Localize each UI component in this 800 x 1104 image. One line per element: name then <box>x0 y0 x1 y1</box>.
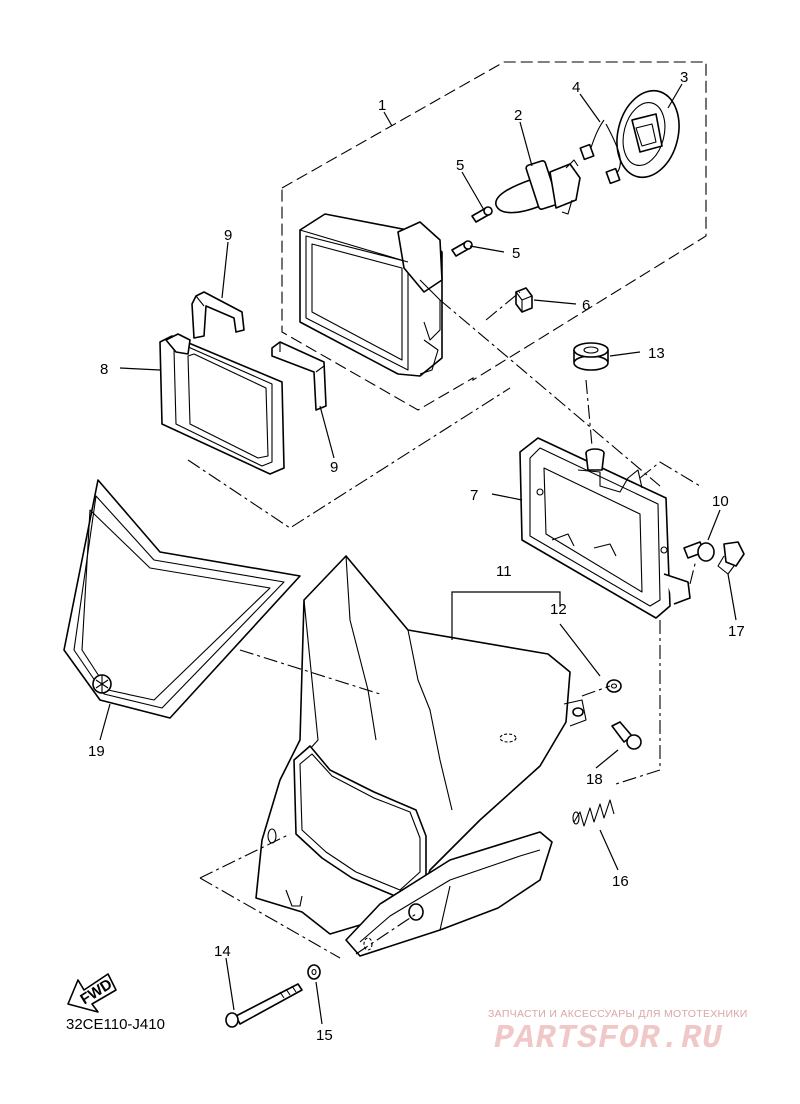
assembly-lines <box>187 291 701 959</box>
callout-1: 1 <box>378 97 386 114</box>
callout-14: 14 <box>214 943 231 960</box>
headlight-bracket <box>519 437 691 619</box>
callout-18: 18 <box>586 771 603 788</box>
callout-6: 6 <box>582 297 590 314</box>
callout-7: 7 <box>470 487 478 504</box>
callout-5a: 5 <box>456 157 464 174</box>
washer-15 <box>307 964 321 980</box>
bolt-10 <box>683 541 715 562</box>
callout-8: 8 <box>100 361 108 378</box>
callout-2: 2 <box>514 107 522 124</box>
socket-cover <box>616 89 680 179</box>
spring-16 <box>572 799 615 827</box>
bulb-wire <box>579 119 621 185</box>
clip-nut <box>515 287 533 313</box>
headlight-seal <box>159 333 285 475</box>
headlight-cowl <box>255 555 587 935</box>
screw-upper <box>471 206 493 223</box>
callout-numbers: 1 2 3 4 5 5 6 7 8 9 9 10 11 12 13 14 15 … <box>88 69 745 1044</box>
callout-19: 19 <box>88 743 105 760</box>
callout-16: 16 <box>612 873 629 890</box>
front-number-plate <box>63 479 301 719</box>
leader-lines <box>99 83 737 1025</box>
screw-lower <box>451 240 473 257</box>
callout-10: 10 <box>712 493 729 510</box>
fwd-arrow-icon: FWD <box>67 973 117 1013</box>
washer-12 <box>606 679 622 693</box>
rubber-piece-upper <box>191 291 245 339</box>
callout-17: 17 <box>728 623 745 640</box>
grommet <box>573 342 609 371</box>
bolt-18 <box>611 721 642 750</box>
clip-17 <box>717 541 745 575</box>
callout-11: 11 <box>496 563 512 580</box>
watermark-logo: PARTSFOR.RU <box>494 1020 723 1057</box>
drawing-code: 32CE110-J410 <box>66 1016 165 1033</box>
bulb <box>495 159 581 215</box>
watermark-tagline: ЗАПЧАСТИ И АКСЕССУАРЫ ДЛЯ МОТОТЕХНИКИ <box>488 1008 748 1020</box>
headlight-unit <box>299 213 443 377</box>
callout-9a: 9 <box>224 227 232 244</box>
callout-9b: 9 <box>330 459 338 476</box>
callout-4: 4 <box>572 79 580 96</box>
callout-12: 12 <box>550 601 567 618</box>
long-bolt-14 <box>225 983 303 1028</box>
callout-5b: 5 <box>512 245 520 262</box>
callout-3: 3 <box>680 69 688 86</box>
assembly-outline <box>281 61 707 411</box>
callout-13: 13 <box>648 345 665 362</box>
callout-15: 15 <box>316 1027 333 1044</box>
